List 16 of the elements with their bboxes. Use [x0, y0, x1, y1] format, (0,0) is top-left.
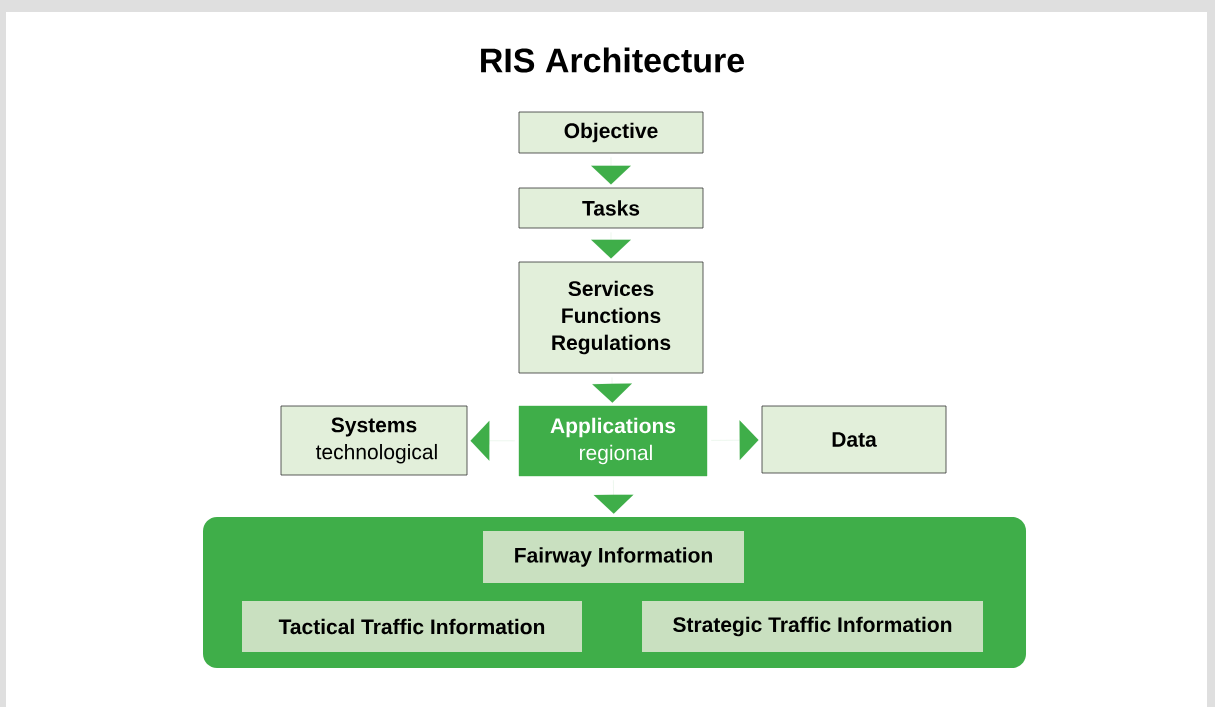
arrow — [711, 420, 759, 461]
category-box: Strategic Traffic Information — [642, 601, 983, 652]
title: RIS Architecture — [481, 47, 744, 73]
arrow — [592, 377, 632, 403]
arrow — [591, 157, 631, 185]
process-box: Systems technological — [280, 405, 468, 476]
arrow — [593, 480, 634, 514]
process-box: Objective — [518, 111, 704, 154]
process-box: Applications regional — [518, 405, 708, 477]
category-box: Tactical Traffic Information — [242, 601, 582, 652]
process-box: Services Functions Regulations — [518, 261, 704, 374]
process-box: Tasks — [518, 187, 704, 229]
arrow — [591, 232, 631, 259]
process-box: Data — [761, 405, 947, 474]
arrow — [470, 420, 515, 461]
category-box: Fairway Information — [483, 531, 744, 583]
